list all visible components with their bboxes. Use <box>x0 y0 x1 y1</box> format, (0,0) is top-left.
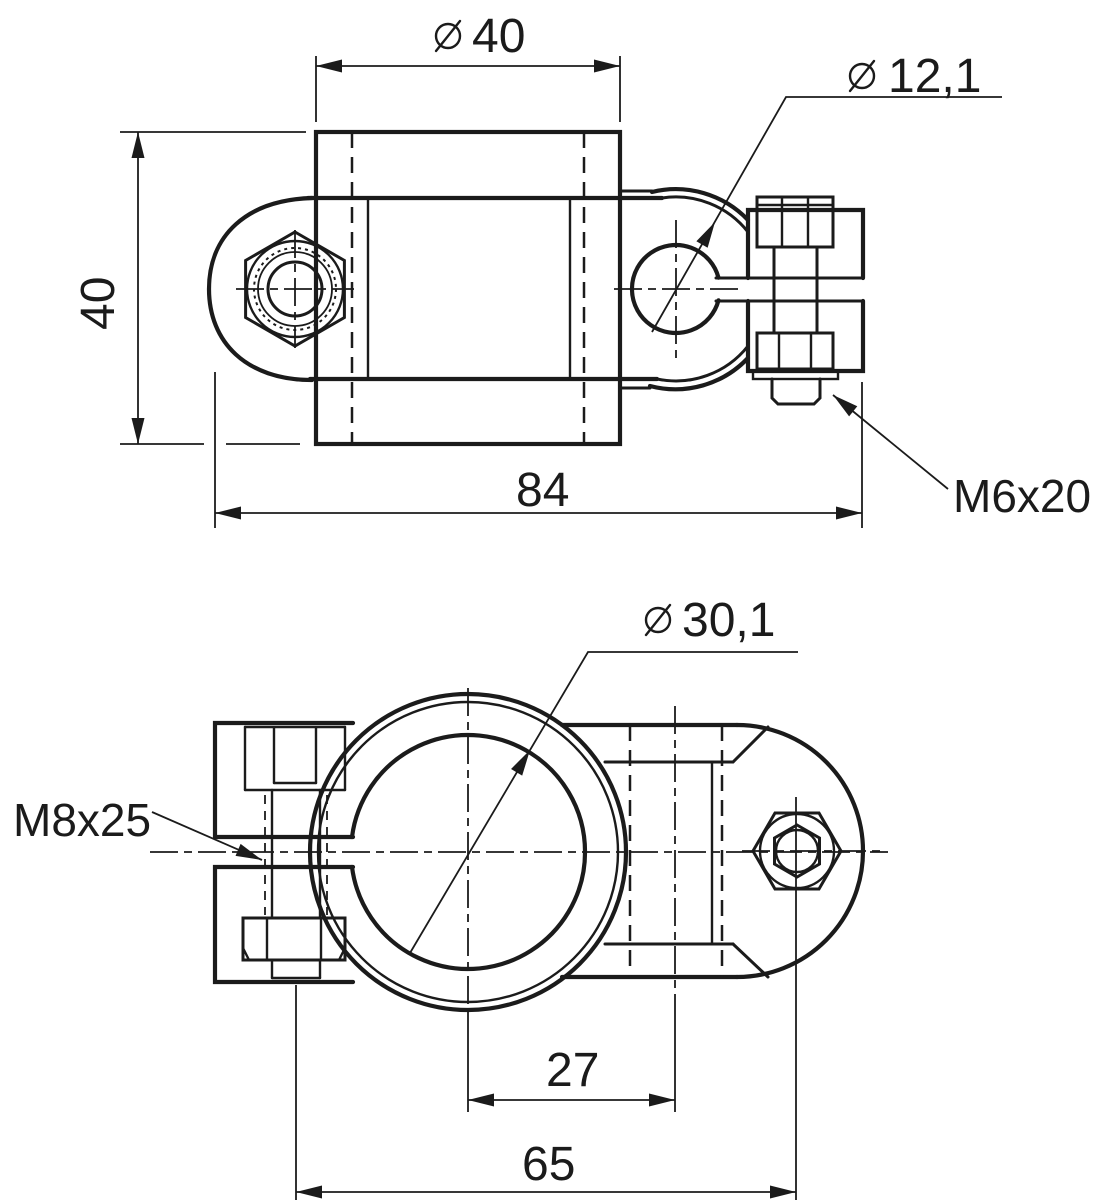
lug-chamfer-bottom <box>731 942 770 979</box>
washer-band <box>751 369 840 381</box>
diameter-symbol <box>434 19 462 53</box>
leader-arrow <box>235 843 262 860</box>
nut-chamfer-right <box>337 946 347 962</box>
lower-block <box>212 864 356 985</box>
hex-nut-m6-front <box>742 797 882 1200</box>
label-m8x25-value: M8x25 <box>13 794 151 846</box>
clamp-eye <box>614 187 866 392</box>
arrow-up <box>131 132 145 158</box>
arrow-left <box>468 1093 494 1107</box>
hex-nut-m8-front <box>236 230 354 348</box>
dim-dia40-value: 40 <box>472 10 525 63</box>
diameter-symbol-circle <box>644 606 672 634</box>
eye-chamfer-arc-top <box>660 195 750 234</box>
screw-head <box>755 195 835 249</box>
arrow-right <box>836 506 862 520</box>
upper-block <box>212 720 356 840</box>
dim-65-value: 65 <box>522 1138 575 1191</box>
clamp-boss-outline <box>313 129 623 447</box>
clamp-arm-outline <box>206 189 665 390</box>
hex-socket <box>773 823 821 879</box>
left-split-lug <box>212 720 356 985</box>
arrow-down <box>131 418 145 444</box>
leader-arrow <box>511 750 530 776</box>
label-m8x25: M8x25 <box>13 794 263 861</box>
dimension-span-65: 65 <box>295 985 796 1200</box>
arrow-left <box>316 59 342 73</box>
label-dia-30-1: 30,1 <box>409 594 798 954</box>
nut-pocket <box>755 331 835 371</box>
leader-arrow <box>696 222 715 248</box>
label-dia-12-1: 12,1 <box>651 50 1002 333</box>
dim-27-value: 27 <box>546 1044 599 1097</box>
diameter-symbol-slash <box>434 19 462 53</box>
left-lug-outline <box>206 195 315 383</box>
dimension-length-84: 84 <box>214 372 863 528</box>
nut-chamfer-left <box>241 946 251 962</box>
dim-84-value: 84 <box>516 464 569 517</box>
arrow-right <box>649 1093 675 1107</box>
diameter-symbol-slash <box>848 59 876 93</box>
arrow-left <box>215 506 241 520</box>
diameter-symbol-circle <box>434 22 462 50</box>
diameter-symbol <box>848 59 876 93</box>
screw-m6-side <box>751 195 840 406</box>
upper-split-block <box>745 207 866 281</box>
arrow-right <box>594 59 620 73</box>
leader-arrow <box>833 395 858 417</box>
boss-rect <box>313 129 623 447</box>
arrow-left <box>296 1185 322 1199</box>
label-m6x20-value: M6x20 <box>953 470 1091 522</box>
leader-line <box>409 651 798 954</box>
clamp-ring <box>150 688 888 1016</box>
screw-tip <box>770 377 822 406</box>
dim-height-value: 40 <box>72 277 125 330</box>
dimension-height-40: 40 <box>72 131 306 445</box>
lug-chamfer-top <box>731 725 770 764</box>
diameter-symbol-circle <box>848 62 876 90</box>
lower-split-block <box>745 298 866 374</box>
dimension-dia40: 40 <box>315 10 621 122</box>
eye-outer-arc-bottom <box>647 355 751 392</box>
arrow-right <box>770 1185 796 1199</box>
top-view: 40 40 84 12,1 <box>72 10 1091 528</box>
dimension-offset-27: 27 <box>467 706 676 1112</box>
label-dia-12-1-value: 12,1 <box>888 50 981 103</box>
eye-chamfer-arc-bottom <box>655 344 750 383</box>
label-m6x20: M6x20 <box>832 394 1091 522</box>
eye-outer-arc-top <box>649 187 751 223</box>
diameter-symbol-slash <box>644 603 672 637</box>
nut-pocket <box>241 916 347 962</box>
label-dia-30-1-value: 30,1 <box>682 594 775 647</box>
bottom-view: M8x25 30,1 27 <box>13 594 888 1200</box>
leader-line <box>651 96 1002 333</box>
diameter-symbol <box>644 603 672 637</box>
